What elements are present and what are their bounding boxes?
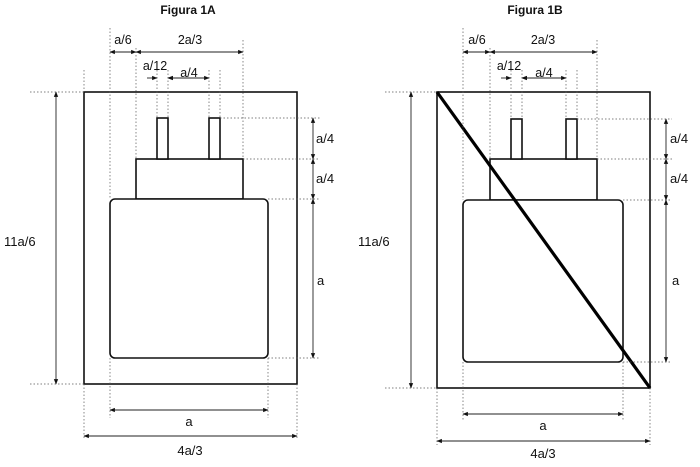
figure-1a-prong-left xyxy=(156,117,169,160)
figure-1a-plug-base xyxy=(135,158,244,200)
figure-1a-label-a4-lower: a/4 xyxy=(316,171,334,186)
figure-1a-label-11a6: 11a/6 xyxy=(4,234,36,249)
figure-1b-plug-body xyxy=(462,199,624,363)
figure-1b-label-a4-lower: a/4 xyxy=(670,171,688,186)
figure-1b-prong-left xyxy=(510,118,523,160)
figure-1b-prong-right xyxy=(565,118,578,160)
figure-1a-label-a4-upper: a/4 xyxy=(316,131,334,146)
figure-1a-prong-right xyxy=(208,117,221,160)
figure-1a-title: Figura 1A xyxy=(160,3,216,17)
figure-1a-label-4a3: 4a/3 xyxy=(177,443,202,458)
figure-1a-label-a12: a/12 xyxy=(143,59,167,73)
figure-1a-label-a4-top: a/4 xyxy=(180,66,197,80)
figure-1a-label-a-right: a xyxy=(317,273,325,288)
figure-1b-plug-base xyxy=(489,158,598,201)
figure-1a: Figura 1A xyxy=(4,3,334,458)
figure-1a-plug-body xyxy=(109,198,269,359)
figure-1a-label-2a3: 2a/3 xyxy=(178,33,202,47)
figure-1b-label-11a6: 11a/6 xyxy=(358,234,390,249)
figure-1b-label-a4-upper: a/4 xyxy=(670,131,688,146)
figure-1b-label-a-right: a xyxy=(672,273,680,288)
figure-1b: Figura 1B xyxy=(358,3,688,461)
figure-1a-label-a-bottom: a xyxy=(185,414,193,429)
figure-1b-label-4a3: 4a/3 xyxy=(530,446,555,461)
figure-1b-title: Figura 1B xyxy=(507,3,563,17)
figure-1b-label-a6: a/6 xyxy=(468,33,485,47)
figure-1b-label-a12: a/12 xyxy=(497,59,521,73)
figure-1a-label-a6: a/6 xyxy=(114,33,131,47)
figure-1b-label-a-bottom: a xyxy=(539,418,547,433)
figure-1b-label-a4-top: a/4 xyxy=(535,66,552,80)
figure-1b-diagonal-line xyxy=(435,91,652,389)
figure-1b-label-2a3: 2a/3 xyxy=(531,33,555,47)
